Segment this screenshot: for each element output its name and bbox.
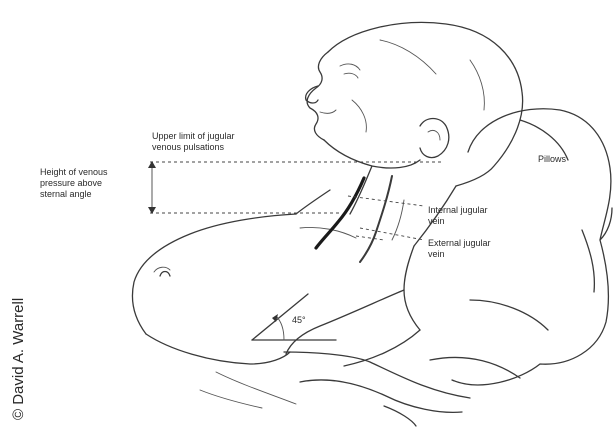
external-jugular-label-line1: External jugular [428, 238, 491, 248]
upper-limit-label-line1: Upper limit of jugular [152, 131, 235, 141]
head-drawing [306, 22, 523, 186]
internal-jugular-vein [316, 178, 364, 248]
angle-marker: 45° [252, 294, 336, 340]
pillows-label: Pillows [538, 154, 567, 164]
annotation-lines [148, 161, 444, 240]
internal-jugular-label-line1: Internal jugular [428, 205, 488, 215]
height-label-line3: sternal angle [40, 189, 92, 199]
copyright-text: © David A. Warrell [10, 298, 27, 420]
internal-jugular-label-line2: vein [428, 216, 445, 226]
external-jugular-vein [360, 176, 392, 262]
external-jugular-label-line2: vein [428, 249, 445, 259]
angle-label: 45° [292, 315, 306, 325]
upper-limit-label-line2: venous pulsations [152, 142, 225, 152]
height-label-line1: Height of venous [40, 167, 108, 177]
jugular-veins [316, 176, 404, 262]
height-label-line2: pressure above [40, 178, 102, 188]
neck-torso-drawing [133, 166, 457, 408]
